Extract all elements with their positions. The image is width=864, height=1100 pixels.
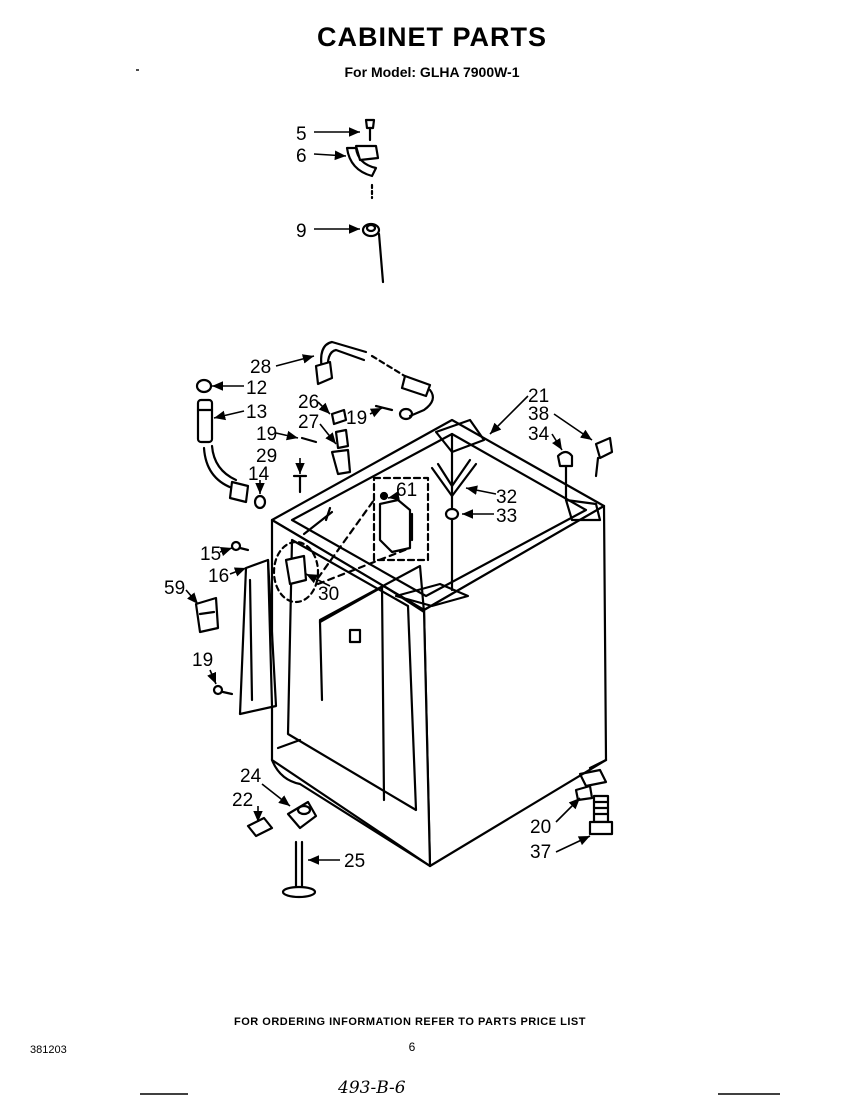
leg-part-25 — [281, 840, 317, 899]
page-title: CABINET PARTS — [316, 22, 547, 52]
clip-part-38 — [594, 436, 614, 478]
callout-61: 61 — [396, 480, 417, 501]
washer-part-14 — [253, 494, 267, 510]
callout-28: 28 — [250, 357, 271, 378]
callout-labels: 5 6 9 28 12 13 26 27 19 19 29 14 61 21 3… — [164, 124, 551, 872]
callout-12: 12 — [246, 378, 267, 399]
screw-part-19-low — [212, 684, 234, 696]
callout-5: 5 — [296, 124, 307, 145]
callout-16: 16 — [208, 566, 229, 587]
callout-22: 22 — [232, 790, 253, 811]
leader-lines — [185, 127, 593, 865]
callout-19-top: 19 — [346, 408, 367, 429]
callout-9: 9 — [296, 221, 307, 242]
ordering-note: FOR ORDERING INFORMATION REFER TO PARTS … — [234, 1016, 586, 1028]
bracket-part-20 — [574, 784, 594, 802]
clip-part-26 — [330, 408, 348, 426]
callout-21: 21 — [528, 386, 549, 407]
brace-part-32 — [430, 458, 478, 498]
screw-part-19-top — [374, 404, 414, 421]
callout-34: 34 — [528, 424, 550, 445]
callout-26: 26 — [298, 392, 319, 413]
callout-32: 32 — [496, 487, 517, 508]
page-number: 6 — [408, 1040, 416, 1054]
callout-33: 33 — [496, 506, 517, 527]
document-code: 381203 — [30, 1044, 67, 1056]
callout-38: 38 — [528, 404, 549, 425]
callout-24: 24 — [240, 766, 262, 787]
motor-mount-part-30 — [272, 498, 412, 604]
bracket-part-24 — [286, 800, 318, 830]
clip-part-59 — [194, 596, 220, 634]
screw-part-15 — [230, 540, 250, 552]
bumper-part-34 — [556, 450, 574, 502]
callout-29: 29 — [256, 446, 277, 467]
screw-part-29 — [292, 474, 308, 494]
callout-15: 15 — [200, 544, 221, 565]
clamp-part-6 — [345, 144, 380, 200]
callout-37: 37 — [530, 842, 551, 863]
edge-rules — [136, 69, 780, 1095]
callout-19-mid: 19 — [256, 424, 277, 445]
callout-13: 13 — [246, 402, 267, 423]
callout-20: 20 — [530, 817, 551, 838]
bumper-part-33 — [444, 507, 460, 521]
panel-part-16 — [238, 558, 278, 716]
callout-19-low: 19 — [192, 650, 213, 671]
callout-25: 25 — [344, 851, 365, 872]
callout-27: 27 — [298, 412, 319, 433]
switch-part-61 — [372, 476, 430, 562]
screw-part-19-mid — [300, 436, 318, 444]
hose-part-28 — [314, 340, 434, 418]
grommet-part-9 — [361, 222, 385, 284]
leveling-leg-part-37 — [588, 794, 614, 836]
hose-part-13 — [196, 398, 250, 504]
callout-14: 14 — [248, 464, 270, 485]
callout-6: 6 — [296, 146, 307, 167]
handwritten-note: 493-B-6 — [338, 1078, 406, 1098]
bracket-part-27 — [330, 428, 352, 476]
callout-59: 59 — [164, 578, 185, 599]
model-subtitle: For Model: GLHA 7900W-1 — [344, 64, 520, 80]
callout-30: 30 — [318, 584, 339, 605]
cabinet-part-21 — [270, 418, 608, 868]
cap-part-12 — [195, 378, 213, 394]
screw-part-5 — [364, 118, 376, 142]
bracket-part-22 — [246, 816, 274, 838]
